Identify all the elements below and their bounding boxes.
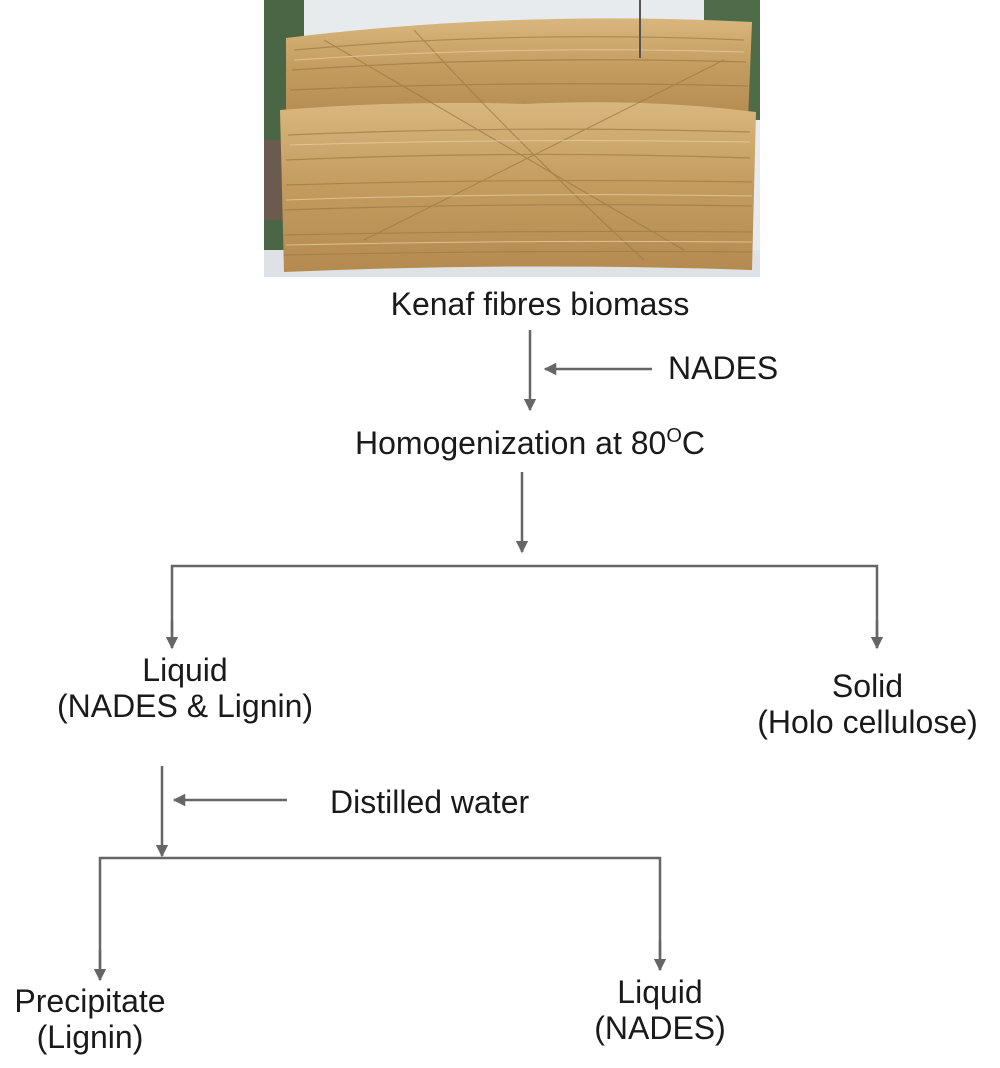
degree-superscript: O [666,425,682,447]
water-input-label: Distilled water [330,784,530,820]
liquid1-subtitle: (NADES & Lignin) [56,688,314,724]
precipitate-subtitle: (Lignin) [36,1019,144,1055]
node-liquid-nades: Liquid (NADES) [570,974,750,1046]
split-bar-1 [170,564,879,648]
solid-subtitle: (Holo cellulose) [757,704,978,740]
node-liquid-nades-lignin: Liquid (NADES & Lignin) [20,652,350,724]
split-bar-2 [98,856,662,980]
node-biomass: Kenaf fibres biomass [330,286,750,322]
node-water-input: Distilled water [330,784,529,820]
liquid2-title: Liquid [617,974,703,1010]
node-nades-input: NADES [668,350,778,386]
node-precipitate: Precipitate (Lignin) [0,983,180,1055]
kenaf-fibre-photo [264,0,760,277]
homogenization-label: Homogenization at 80 [355,425,667,461]
precipitate-title: Precipitate [14,983,166,1019]
homogenization-unit: C [681,425,705,461]
liquid2-subtitle: (NADES) [594,1010,726,1046]
node-solid: Solid (Holo cellulose) [735,668,1000,740]
node-homogenization: Homogenization at 80OC [320,418,740,461]
solid-title: Solid [831,668,904,704]
kenaf-fibre-image [264,0,760,277]
nades-input-label: NADES [668,350,779,386]
liquid1-title: Liquid [142,652,228,688]
biomass-label: Kenaf fibres biomass [390,286,690,322]
